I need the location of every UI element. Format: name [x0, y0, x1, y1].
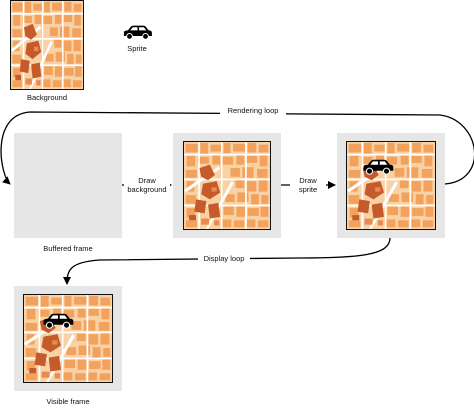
background-frame-map — [183, 141, 271, 230]
rendering-loop-arrow — [0, 111, 474, 185]
sprite-label: Sprite — [127, 44, 147, 53]
sprite-frame-map — [346, 141, 436, 230]
visible-frame-label: Visible frame — [46, 397, 90, 406]
display-loop-label: Display loop — [198, 254, 250, 263]
draw-background-label: Draw background — [124, 176, 170, 194]
background-map-image — [10, 0, 84, 90]
buffered-frame-label: Buffered frame — [43, 244, 93, 253]
rendering-loop-label: Rendering loop — [220, 106, 286, 115]
visible-frame-map — [23, 294, 113, 383]
background-label: Background — [26, 93, 68, 102]
buffered-frame-panel — [14, 133, 122, 238]
display-loop-arrow — [63, 237, 391, 285]
draw-sprite-label: Draw sprite — [290, 176, 326, 194]
